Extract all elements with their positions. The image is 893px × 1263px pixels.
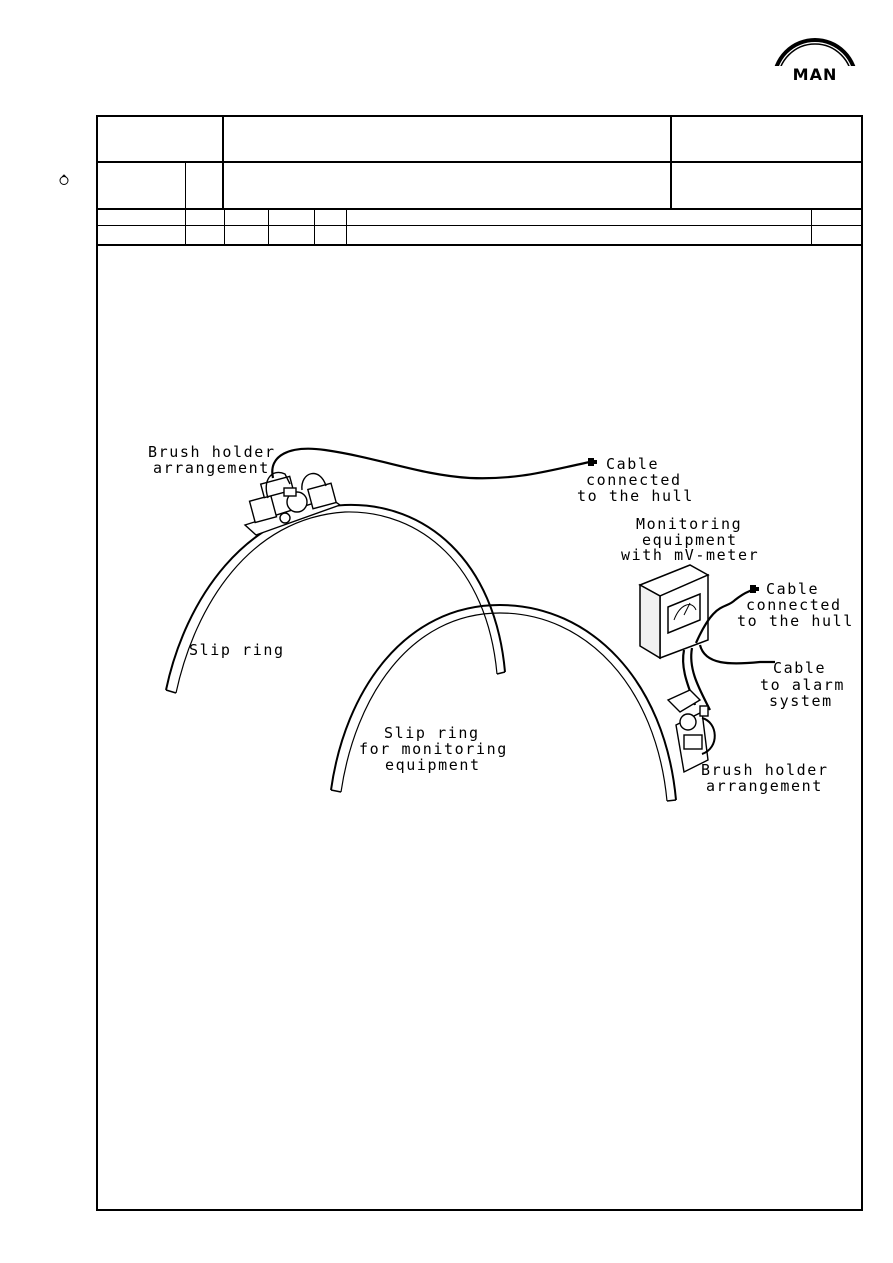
label-cable-alarm: Cable to alarm system <box>760 659 856 710</box>
slip-ring-main <box>165 503 506 694</box>
man-logo: MAN <box>772 38 858 84</box>
monitoring-equipment-box <box>638 564 710 660</box>
label-cable-hull-top: Cable connected to the hull <box>577 455 694 505</box>
revision-divider <box>314 210 315 246</box>
revision-divider <box>346 210 347 246</box>
label-cable-hull-right: Cable connected to the hull <box>737 580 854 630</box>
margin-mark-icon <box>59 174 69 185</box>
cable-top <box>271 447 591 480</box>
revision-divider <box>268 210 269 246</box>
title-block-divider <box>670 117 672 210</box>
title-block-line <box>98 208 863 210</box>
brush-holder-bottom <box>666 689 716 774</box>
title-block-divider <box>185 163 186 210</box>
label-slip-ring-monitoring: Slip ring for monitoring equipment <box>359 724 518 774</box>
slip-ring-monitoring <box>330 603 677 802</box>
brush-holder-top <box>243 471 342 536</box>
label-monitoring-equipment: Monitoring equipment with mV-meter <box>621 515 759 564</box>
logo-text: MAN <box>793 65 838 84</box>
title-block-divider <box>222 117 224 210</box>
monitoring-cables <box>682 589 775 711</box>
cable-terminal-right-icon <box>750 585 759 593</box>
label-brush-holder-top: Brush holder arrangement <box>148 443 286 477</box>
revision-divider <box>811 210 812 246</box>
drawing-sheet-frame <box>96 115 863 1211</box>
cable-terminal-top-icon <box>588 458 597 466</box>
revision-row-line <box>98 225 863 226</box>
revision-row-line <box>98 244 863 246</box>
title-block-line <box>98 161 863 163</box>
label-slip-ring: Slip ring <box>189 641 285 659</box>
label-brush-holder-bottom: Brush holder arrangement <box>701 761 839 795</box>
revision-divider <box>224 210 225 246</box>
revision-divider <box>185 210 186 246</box>
